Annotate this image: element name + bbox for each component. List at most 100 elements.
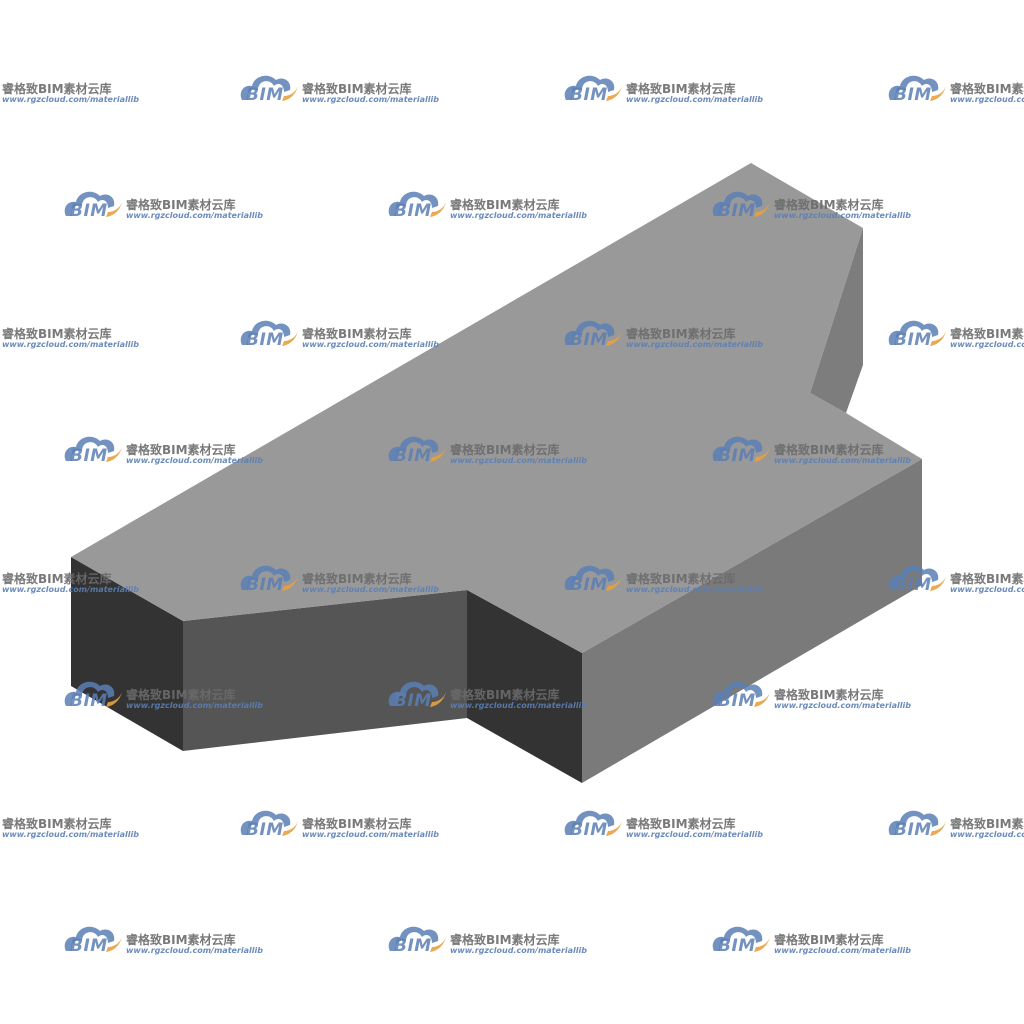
watermark-logo-text: BIM	[718, 936, 756, 956]
watermark-logo-text: BIM	[70, 691, 108, 711]
watermark-title: 睿格致BIM素材云库	[950, 327, 1024, 341]
cloud-logo-icon	[564, 75, 622, 101]
cloud-logo-icon	[240, 810, 298, 836]
watermark-logo-text: BIM	[246, 575, 284, 595]
watermark-url: www.rgzcloud.com/materiallib	[950, 585, 1024, 594]
watermark-title: 睿格致BIM素材云库	[302, 82, 412, 96]
watermark-logo-text: BIM	[718, 691, 756, 711]
watermark-url: www.rgzcloud.com/materiallib	[950, 340, 1024, 349]
watermark-logo-text: BIM	[894, 575, 932, 595]
watermark: BIM 睿格致BIM素材云库www.rgzcloud.com/materialli…	[886, 805, 1024, 845]
watermark-logo-text: BIM	[246, 85, 284, 105]
watermark: BIM睿格致BIM素材云库www.rgzcloud.com/materialli…	[0, 805, 139, 845]
watermark-title: 睿格致BIM素材云库	[2, 327, 112, 341]
cloud-logo-icon	[388, 681, 446, 707]
face-right	[582, 459, 922, 783]
watermark-logo-text: BIM	[70, 936, 108, 956]
watermark-title: 睿格致BIM素材云库	[626, 817, 736, 831]
watermark-logo-text: BIM	[894, 85, 932, 105]
watermark: BIM睿格致BIM素材云库www.rgzcloud.com/materialli…	[0, 560, 139, 600]
cloud-logo-icon	[564, 320, 622, 346]
watermark-logo-text: BIM	[718, 201, 756, 221]
watermark-url: www.rgzcloud.com/materiallib	[2, 585, 139, 594]
cloud-logo-icon	[388, 926, 446, 952]
watermark-title: 睿格致BIM素材云库	[302, 327, 412, 341]
face-front-middle	[183, 590, 467, 751]
watermark-url: www.rgzcloud.com/materiallib	[2, 830, 139, 839]
cloud-logo-icon	[712, 191, 770, 217]
watermark-title: 睿格致BIM素材云库	[302, 817, 412, 831]
watermark-title: 睿格致BIM素材云库	[450, 688, 560, 702]
watermark-title: 睿格致BIM素材云库	[450, 933, 560, 947]
watermark-logo-text: BIM	[70, 446, 108, 466]
watermark-url: www.rgzcloud.com/materiallib	[302, 95, 439, 104]
watermark-url: www.rgzcloud.com/materiallib	[950, 830, 1024, 839]
watermark-title: 睿格致BIM素材云库	[302, 572, 412, 586]
cloud-logo-icon	[388, 436, 446, 462]
watermark-logo-text: BIM	[894, 820, 932, 840]
watermark: BIM睿格致BIM素材云库www.rgzcloud.com/materialli…	[886, 70, 1024, 110]
cloud-logo-icon	[64, 191, 122, 217]
watermark-logo-text: BIM	[894, 330, 932, 350]
cloud-logo-icon	[564, 565, 622, 591]
cloud-logo-icon	[564, 810, 622, 836]
watermark-url: www.rgzcloud.com/materiallib	[626, 340, 763, 349]
watermark-url: www.rgzcloud.com/materiallib	[2, 95, 139, 104]
face-top	[71, 163, 922, 653]
watermark-url: www.rgzcloud.com/materiallib	[626, 830, 763, 839]
watermark-title: 睿格致BIM素材云库	[2, 817, 112, 831]
watermark-title: 睿格致BIM素材云库	[774, 198, 884, 212]
watermark-title: 睿格致BIM素材云库	[2, 572, 112, 586]
watermark-title: 睿格致BIM素材云库	[126, 933, 236, 947]
watermark-url: www.rgzcloud.com/materiallib	[450, 701, 587, 710]
watermark-title: 睿格致BIM素材云库	[626, 82, 736, 96]
cloud-logo-icon	[888, 565, 946, 591]
cloud-logo-icon	[240, 565, 298, 591]
watermark-logo-text: BIM	[394, 691, 432, 711]
watermark-title: 睿格致BIM素材云库	[126, 443, 236, 457]
watermark-url: www.rgzcloud.com/materiallib	[126, 946, 263, 955]
watermark-url: www.rgzcloud.com/materiallib	[302, 830, 439, 839]
cloud-logo-icon	[712, 926, 770, 952]
watermark-logo-text: BIM	[570, 85, 608, 105]
watermark-logo-text: BIM	[718, 446, 756, 466]
watermark-title: 睿格致BIM素材云库	[2, 82, 112, 96]
watermark-title: 睿格致BIM素材云库	[450, 443, 560, 457]
watermark: BIM睿格致BIM素材云库www.rgzcloud.com/materialli…	[0, 315, 139, 355]
watermark-title: 睿格致BIM素材云库	[450, 198, 560, 212]
cloud-logo-icon	[888, 75, 946, 101]
watermark-title: 睿格致BIM素材云库	[950, 572, 1024, 586]
cloud-logo-icon	[64, 681, 122, 707]
watermark-url: www.rgzcloud.com/materiallib	[774, 456, 911, 465]
watermark-logo-text: BIM	[70, 201, 108, 221]
watermark-url: www.rgzcloud.com/materiallib	[126, 701, 263, 710]
watermark-title: 睿格致BIM素材云库	[950, 817, 1024, 831]
watermark-logo-text: BIM	[570, 820, 608, 840]
watermark-logo-text: BIM	[394, 936, 432, 956]
cloud-logo-icon	[888, 320, 946, 346]
watermark-title: 睿格致BIM素材云库	[774, 688, 884, 702]
cloud-logo-icon	[888, 810, 946, 836]
watermark-url: www.rgzcloud.com/materiallib	[2, 340, 139, 349]
cloud-logo-icon	[240, 320, 298, 346]
watermark-url: www.rgzcloud.com/materiallib	[774, 701, 911, 710]
watermark-url: www.rgzcloud.com/materiallib	[126, 211, 263, 220]
watermark-logo-text: BIM	[394, 201, 432, 221]
watermark-title: 睿格致BIM素材云库	[126, 688, 236, 702]
